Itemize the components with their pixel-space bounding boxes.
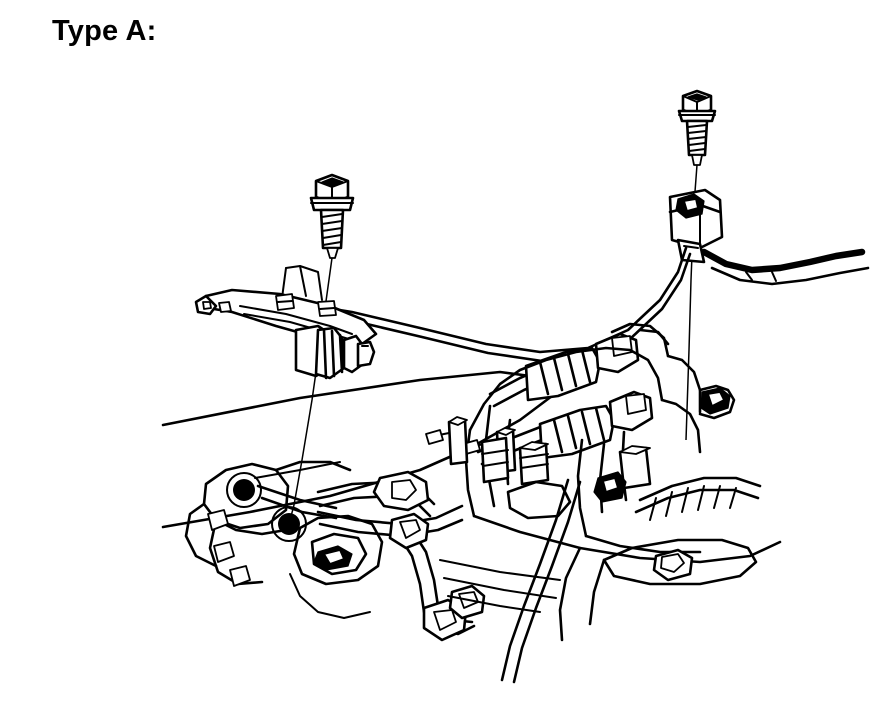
hose-clamp-bracket <box>668 188 724 264</box>
flexible-hose <box>700 248 870 286</box>
mounting-hole-upper <box>233 479 255 501</box>
shift-lever-arms <box>292 470 486 642</box>
control-cable <box>500 478 582 684</box>
left-mounting-bolt <box>309 173 355 259</box>
transmission-studs <box>425 416 510 484</box>
lower-left-assembly <box>184 460 352 587</box>
clutch-slave-cylinder <box>294 324 376 380</box>
case-lower-detail <box>289 559 561 619</box>
page-title: Type A: <box>52 15 157 47</box>
bracket-mounting-ears <box>275 293 337 317</box>
transmission-case <box>462 322 782 642</box>
shift-linkage-rods <box>476 332 654 466</box>
right-mounting-bolt <box>677 89 717 166</box>
